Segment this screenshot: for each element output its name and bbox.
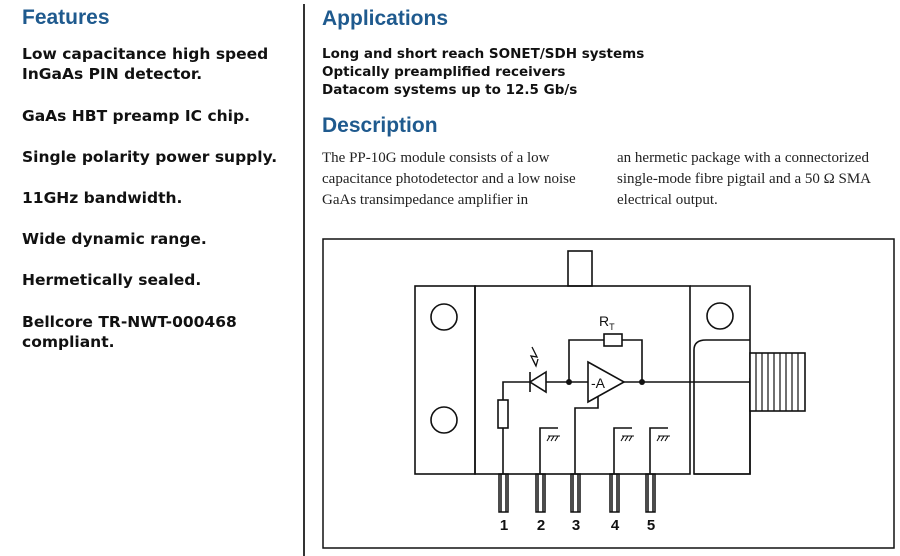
diagram-frame [322,238,895,549]
sma-thread [755,353,799,411]
description-text-col2: an hermetic package with a connectorized… [617,150,871,208]
feature-item: Wide dynamic range. [22,230,207,248]
node-dot [566,379,572,385]
package-body [474,285,691,475]
application-item: Long and short reach SONET/SDH systems [322,46,645,62]
pin-3 [570,473,581,513]
feature-item: GaAs HBT preamp IC chip. [22,107,250,125]
applications-list: Long and short reach SONET/SDH systems O… [322,45,644,99]
pins [498,473,656,513]
node-dot [639,379,645,385]
module-schematic: RT -A 1 2 3 4 5 [322,238,895,549]
application-item: Optically preamplified receivers [322,64,566,80]
resistor-label: RT [599,313,615,332]
feature-item: Low capacitance high speed InGaAs PIN de… [22,45,269,83]
pin-label-1: 1 [500,517,508,534]
feature-item: 11GHz bandwidth. [22,189,183,207]
pin-5 [645,473,656,513]
ground-symbol [546,435,670,442]
photodiode-symbol [528,370,547,394]
feature-item: Bellcore TR-NWT-000468 compliant. [22,313,237,351]
applications-heading: Applications [322,7,449,30]
mounting-hole-top-left [430,303,458,331]
pin-label-4: 4 [611,517,620,534]
features-heading: Features [22,6,110,29]
right-flange [690,285,751,475]
description-text-col1: The PP-10G module consists of a low capa… [322,150,576,208]
feature-item: Single polarity power supply. [22,148,278,166]
pin-label-5: 5 [647,517,655,534]
pin-label-2: 2 [537,517,545,534]
sma-connector [749,352,806,412]
mounting-hole-top-right [706,302,734,330]
series-resistor [497,399,509,429]
feature-item: Hermetically sealed. [22,271,202,289]
mounting-hole-bottom-left [430,406,458,434]
pin-1 [498,473,509,513]
pin-label-3: 3 [572,517,580,534]
amplifier-label: -A [591,375,606,391]
top-stub [567,250,593,287]
resistor-subscript: T [609,322,615,332]
description-heading: Description [322,114,438,137]
pin-4 [609,473,620,513]
left-flange [414,285,476,475]
feedback-resistor [603,333,623,347]
column-divider [303,4,305,556]
application-item: Datacom systems up to 12.5 Gb/s [322,82,578,98]
pin-2 [535,473,546,513]
